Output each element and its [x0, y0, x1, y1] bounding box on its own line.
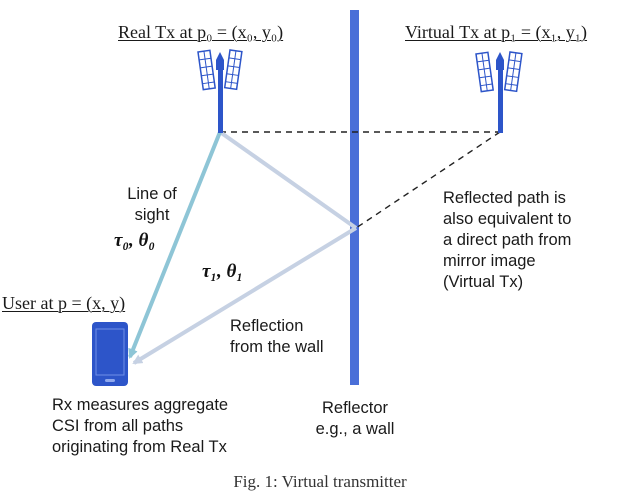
note-line-2: also equivalent to: [443, 210, 572, 228]
los-params: τ₀, θ₀: [114, 230, 156, 251]
reflector-label: Reflector e.g., a wall: [300, 398, 410, 440]
reflected-path-note: Reflected path is also equivalent to a d…: [443, 188, 571, 293]
reflector-line-1: Reflector: [321, 399, 389, 417]
line-of-sight-arrow: [128, 131, 222, 359]
reflected-path-arrow: [132, 226, 358, 365]
smartphone-icon: [92, 322, 128, 386]
note-line-5: (Virtual Tx): [443, 273, 524, 291]
rx-line-2: CSI from all paths: [52, 417, 184, 435]
reflection-line-2: from the wall: [230, 338, 324, 356]
reflector-wall: [350, 10, 359, 385]
rx-line-1: Rx measures aggregate: [52, 396, 229, 414]
real-tx-tower-icon: [197, 49, 243, 133]
reflected-params: τ₁, θ₁: [202, 261, 244, 282]
figure-caption: Fig. 1: Virtual transmitter: [233, 472, 407, 491]
los-line-1: Line of: [127, 185, 177, 203]
reflection-label: Reflection from the wall: [230, 316, 324, 358]
line-of-sight-label: Line of sight: [112, 184, 192, 226]
rx-line-3: originating from Real Tx: [52, 438, 227, 456]
reflection-line-1: Reflection: [230, 317, 304, 335]
note-line-4: mirror image: [443, 252, 536, 270]
los-line-2: sight: [134, 206, 170, 224]
reflector-line-2: e.g., a wall: [315, 420, 395, 438]
note-line-3: a direct path from: [443, 231, 572, 249]
virtual-tx-tower-icon: [475, 51, 523, 133]
rx-note: Rx measures aggregate CSI from all paths…: [52, 395, 228, 458]
virtual-tx-label: Virtual Tx at p₁ = (x₁, y₁): [405, 22, 588, 42]
reflected-path-incident: [218, 130, 358, 230]
virtual-path-dashed-line: [355, 131, 501, 229]
real-tx-label: Real Tx at p₀ = (x₀, y₀): [118, 22, 284, 42]
user-label: User at p = (x, y): [2, 293, 126, 313]
note-line-1: Reflected path is: [443, 189, 566, 207]
